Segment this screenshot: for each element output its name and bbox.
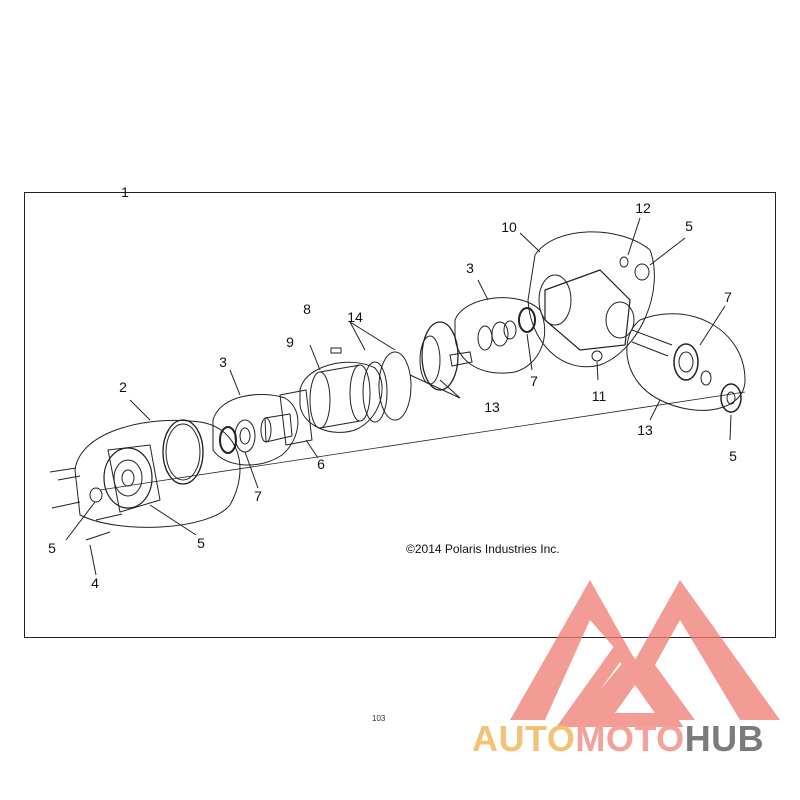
group-outline-2 bbox=[74, 419, 241, 528]
group-outline-10 bbox=[527, 231, 655, 368]
group-outline-9 bbox=[299, 361, 383, 433]
callout-7b: 7 bbox=[530, 373, 538, 389]
callout-1: 1 bbox=[121, 184, 129, 200]
callout-4: 4 bbox=[91, 575, 99, 591]
callout-13a: 13 bbox=[484, 399, 500, 415]
group-outline-3a bbox=[212, 393, 299, 466]
callout-11: 11 bbox=[591, 388, 607, 404]
callout-5d: 5 bbox=[729, 448, 737, 464]
callout-5c: 5 bbox=[685, 218, 693, 234]
callout-8: 8 bbox=[303, 301, 311, 317]
page-number: 103 bbox=[372, 714, 386, 723]
callout-7a: 7 bbox=[254, 488, 262, 504]
brand-auto: AUTO bbox=[472, 718, 576, 759]
callout-3b: 3 bbox=[466, 260, 474, 276]
group-outline-3b bbox=[454, 297, 546, 374]
copyright-notice: ©2014 Polaris Industries Inc. bbox=[406, 542, 560, 556]
callout-10: 10 bbox=[501, 219, 517, 235]
group-outline-13 bbox=[626, 313, 746, 411]
callout-2: 2 bbox=[119, 379, 127, 395]
brand-hub: HUB bbox=[684, 718, 765, 759]
callout-6: 6 bbox=[317, 456, 325, 472]
watermark-triangle-logo bbox=[510, 580, 780, 727]
callout-5a: 5 bbox=[48, 540, 56, 556]
brand-moto: MOTO bbox=[575, 718, 685, 759]
callout-9: 9 bbox=[286, 334, 294, 350]
diagram-frame bbox=[24, 192, 776, 638]
watermark-brand: AUTOMOTOHUB bbox=[472, 718, 764, 760]
callout-12: 12 bbox=[635, 200, 651, 216]
callout-7c: 7 bbox=[724, 289, 732, 305]
callout-3a: 3 bbox=[219, 354, 227, 370]
callout-13b: 13 bbox=[637, 422, 653, 438]
callout-14: 14 bbox=[347, 309, 363, 325]
callout-5b: 5 bbox=[197, 535, 205, 551]
